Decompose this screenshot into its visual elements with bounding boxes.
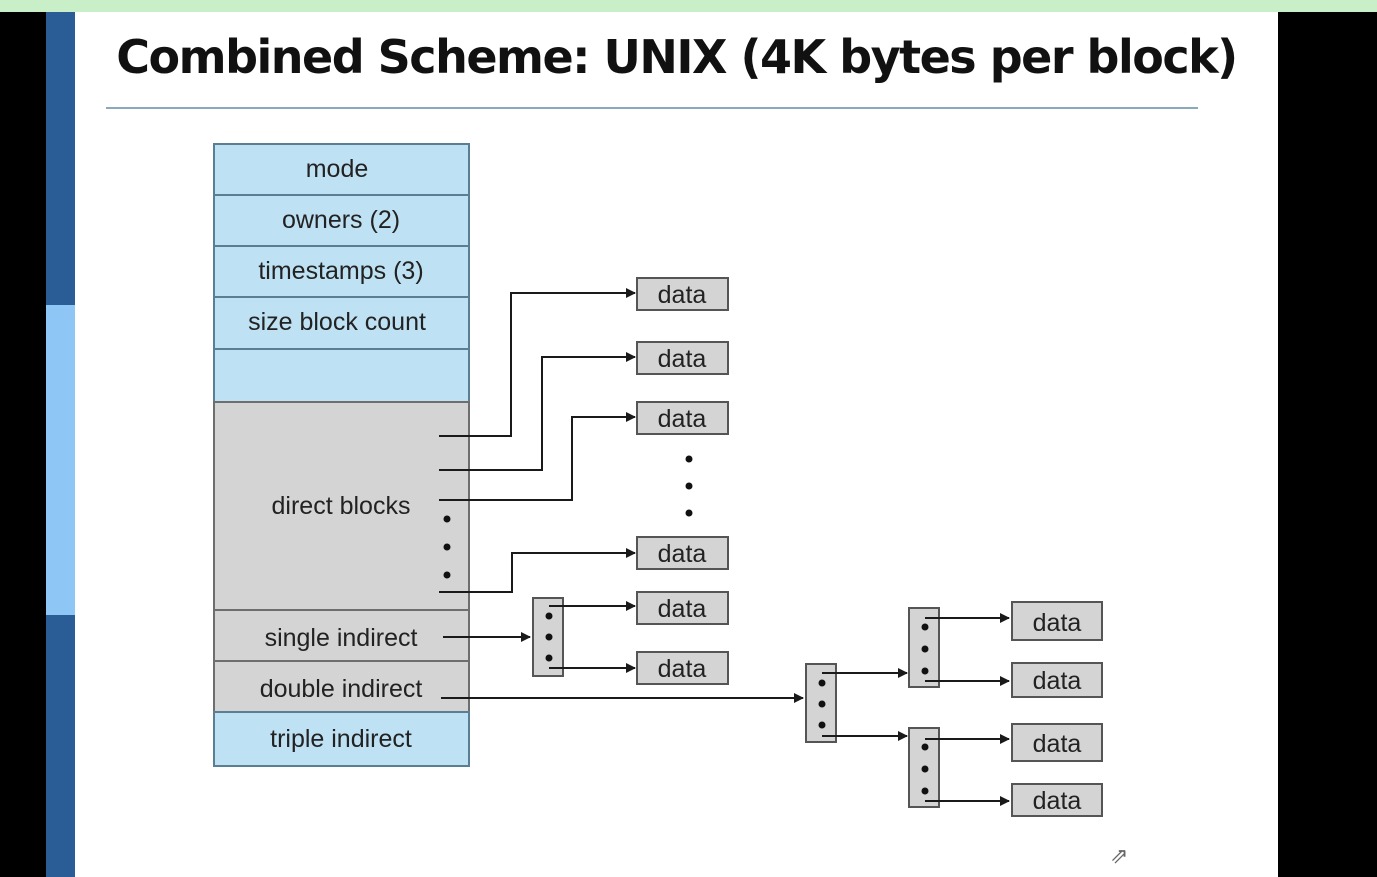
data-block [636,401,729,435]
pointer-line [439,288,636,437]
inode-field-triple-indirect [213,711,470,767]
inode-field-timestamps [213,245,470,298]
ellipsis-dot [921,765,929,773]
ellipsis-dot [545,633,553,641]
data-block [636,536,729,570]
data-block-label: data [658,540,707,568]
pointer-line [439,548,636,593]
ellipsis-dot [921,623,929,631]
ellipsis-dot [443,515,451,523]
ellipsis-dot [685,509,693,517]
inode-field-label: size block count [248,308,426,336]
data-block [636,277,729,311]
data-block-label: data [1033,730,1082,758]
slide-left-accent-highlight [46,305,75,615]
inode-field-direct-blocks [213,401,470,611]
slide-title: Combined Scheme: UNIX (4K bytes per bloc… [116,30,1238,84]
ellipsis-dot [921,667,929,675]
data-block [636,341,729,375]
inode-field-single-indirect [213,609,470,662]
ellipsis-dot [545,654,553,662]
inode-block-diagram: mode owners (2) timestamps (3) size bloc… [213,143,1103,817]
inode-table: mode owners (2) timestamps (3) size bloc… [213,143,470,767]
data-block-label: data [658,281,707,309]
inode-field-label: single indirect [265,624,418,652]
data-block-label: data [1033,667,1082,695]
ellipsis-dot [818,700,826,708]
inode-field-label: owners (2) [282,206,400,234]
slide: Combined Scheme: UNIX (4K bytes per bloc… [75,12,1278,877]
data-block-label: data [658,405,707,433]
direct-data-blocks: data data data data [636,277,729,570]
data-block [636,591,729,625]
single-indirect-structure: data data [443,591,729,685]
ellipsis-dot [818,721,826,729]
ellipsis-dot [443,571,451,579]
window-top-bar [0,0,1377,12]
inode-field-label: timestamps (3) [258,257,423,285]
inode-field-owners [213,194,470,247]
ellipsis-dot [685,482,693,490]
inode-field-size-block-count [213,296,470,350]
ellipsis-dot [921,743,929,751]
inode-field-blank [213,348,470,403]
data-block-label: data [1033,787,1082,815]
data-block-label: data [658,655,707,683]
pointer-line [439,412,636,501]
ellipsis-dot [921,787,929,795]
inode-field-label: triple indirect [270,725,412,753]
data-block [1011,783,1103,817]
ellipsis-dot [443,543,451,551]
inode-field-label: direct blocks [272,492,411,520]
ellipsis-dot [921,645,929,653]
pointer-line [439,352,636,471]
inode-field-label: mode [306,155,369,183]
data-block [636,651,729,685]
data-block-label: data [1033,609,1082,637]
data-block [1011,662,1103,698]
data-block [1011,723,1103,762]
direct-pointers [439,288,636,593]
ellipsis-dot [685,455,693,463]
ellipsis-dot [818,679,826,687]
inode-field-mode [213,143,470,196]
ellipsis-dot [545,612,553,620]
data-block [1011,601,1103,641]
title-underline [106,107,1198,109]
inode-field-label: double indirect [260,675,423,703]
double-indirect-structure: data data data data [441,601,1103,817]
data-block-label: data [658,345,707,373]
data-block-label: data [658,595,707,623]
mouse-pointer-icon: ⇗ [1110,843,1129,868]
